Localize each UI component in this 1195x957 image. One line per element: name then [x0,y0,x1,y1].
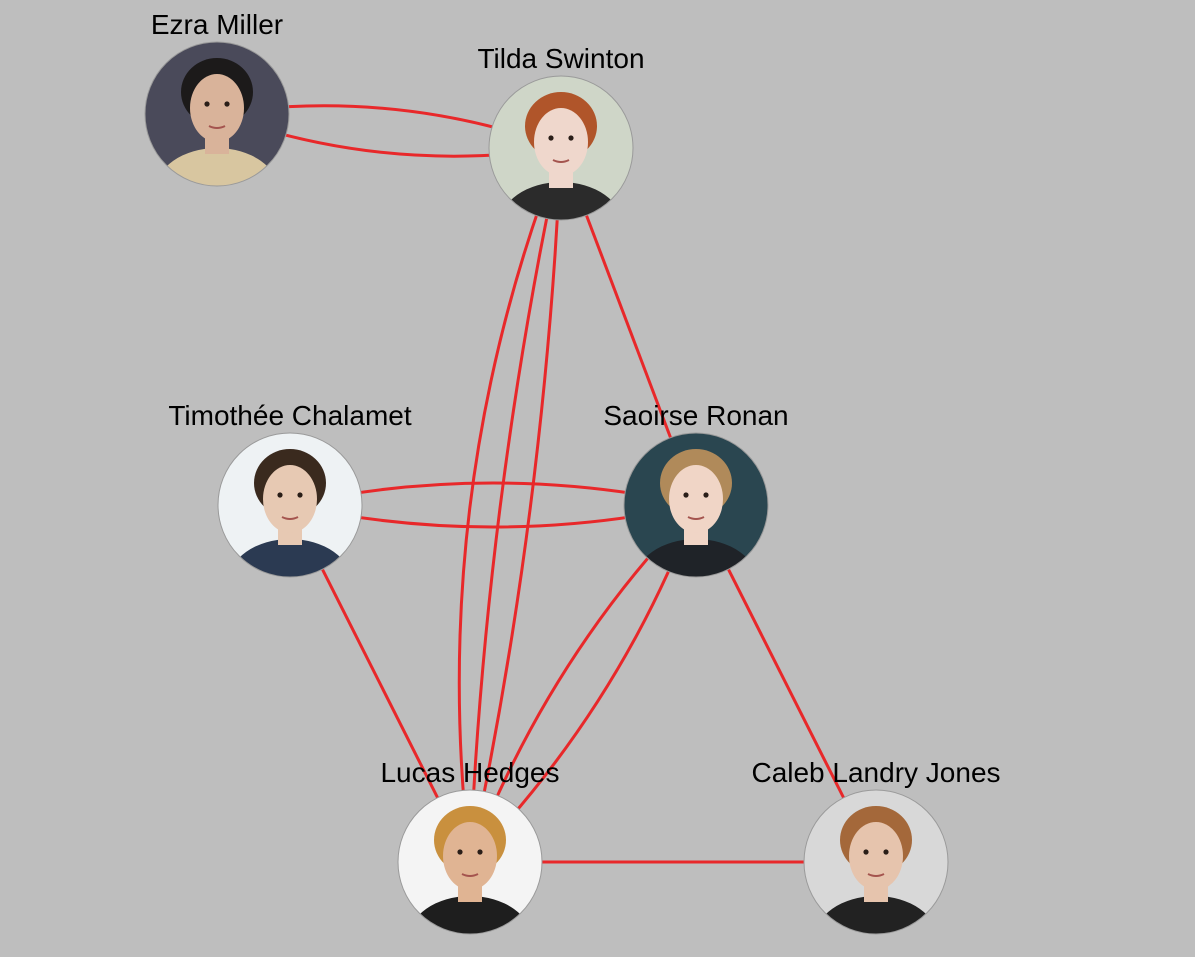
node-lucas[interactable]: Lucas Hedges [380,757,560,957]
node-saoirse[interactable]: Saoirse Ronan [603,400,789,627]
timothee-photo-border [217,432,363,578]
tilda-photo-border [488,75,634,221]
node-tilda[interactable]: Tilda Swinton [477,43,645,270]
timothee-label: Timothée Chalamet [168,400,412,431]
lucas-label: Lucas Hedges [380,757,559,788]
ezra-photo-border [144,41,290,187]
caleb-photo-border [803,789,949,935]
tilda-label: Tilda Swinton [477,43,644,74]
node-caleb[interactable]: Caleb Landry Jones [751,757,1001,957]
node-timothee[interactable]: Timothée Chalamet [168,400,412,627]
lucas-photo-border [397,789,543,935]
node-ezra[interactable]: Ezra Miller [144,9,290,236]
lucas-portrait-photo [398,790,542,934]
edge-tilda-lucas [468,147,563,863]
caleb-portrait-photo [804,790,948,934]
saoirse-portrait-photo [624,433,768,577]
caleb-label: Caleb Landry Jones [751,757,1000,788]
ezra-portrait-photo [145,42,289,186]
ezra-label: Ezra Miller [151,9,283,40]
tilda-portrait-photo [489,76,633,220]
edge-tilda-lucas [457,147,563,863]
saoirse-photo-border [623,432,769,578]
edge-tilda-lucas [468,147,563,863]
saoirse-label: Saoirse Ronan [603,400,788,431]
timothee-portrait-photo [218,433,362,577]
